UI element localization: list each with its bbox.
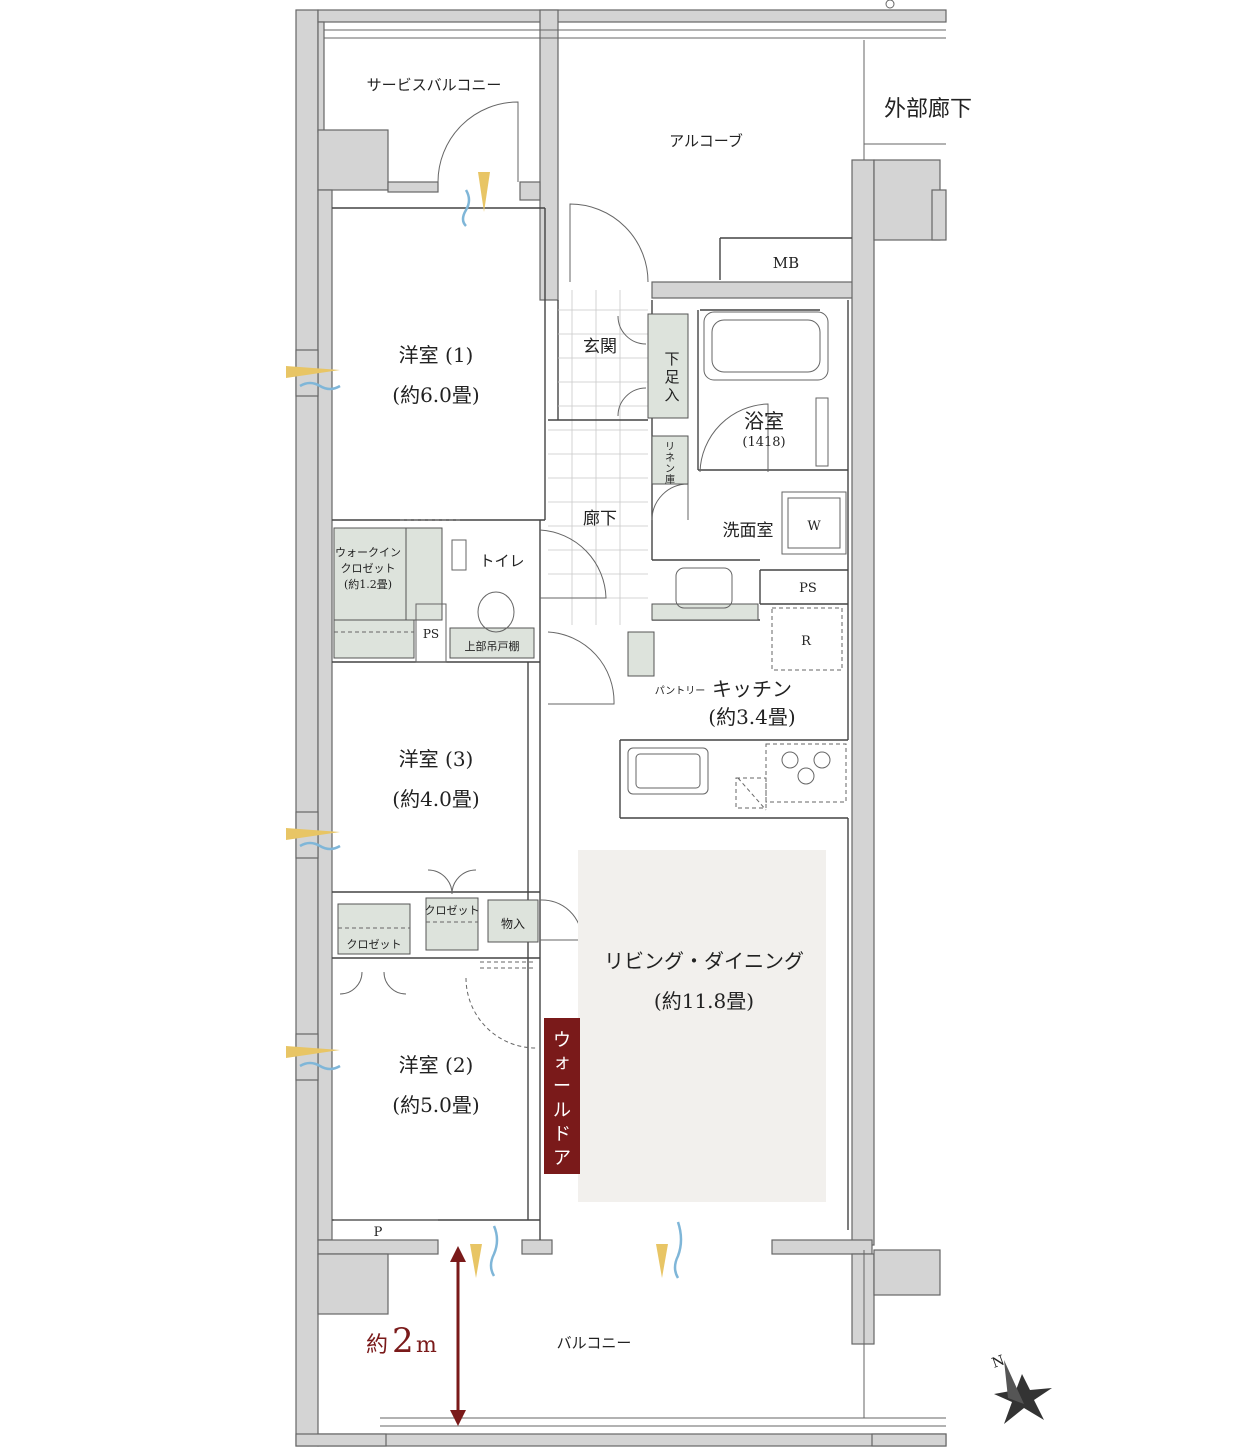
living-floor [578, 850, 826, 1202]
hallway-label: 廊下 [583, 509, 617, 529]
entrance-label: 玄関 [583, 337, 617, 357]
closet-a-label: クロゼット [425, 904, 480, 917]
wall-door-char-2: ォ [553, 1052, 571, 1073]
linen-label-1: リ [665, 442, 675, 453]
kitchen-name: キッチン [712, 677, 792, 701]
washer-label: W [807, 519, 821, 534]
room-labels: サービスバルコニー アルコーブ 外部廊下 MB 洋室 (1) (約6.0畳) 玄… [335, 76, 1007, 1372]
western-room-1-name: 洋室 (1) [399, 343, 474, 367]
shoe-storage-label-3: 入 [664, 386, 679, 404]
bathroom-name: 浴室 [744, 409, 784, 433]
shoe-storage-label-2: 足 [664, 368, 679, 386]
upper-cabinet-label: 上部吊戸棚 [465, 639, 520, 653]
airflow-markers [286, 172, 683, 1279]
pipe-space-label: PS [423, 627, 439, 641]
western-room-2-size: (約5.0畳) [392, 1093, 479, 1117]
wall-door-char-4: ル [553, 1100, 571, 1121]
depth-value: 2 [392, 1321, 414, 1361]
western-room-3-size: (約4.0畳) [392, 787, 479, 811]
compass-icon [994, 1360, 1052, 1424]
wall-door-strip [544, 1018, 580, 1174]
hall-tiles [548, 290, 648, 625]
north-label: N [990, 1353, 1007, 1372]
toilet-label: トイレ [479, 552, 524, 570]
linen-label-4: 庫 [665, 473, 675, 486]
depth-unit: m [416, 1333, 437, 1358]
shoe-storage-label-1: 下 [664, 350, 679, 368]
dimension-arrow [450, 1246, 466, 1426]
meter-box-label: MB [773, 254, 799, 272]
linen-label-2: ネ [665, 452, 675, 464]
refrigerator-label: R [801, 634, 812, 649]
wall-door-char-3: ー [553, 1076, 571, 1097]
living-size: (約11.8畳) [654, 989, 754, 1013]
western-room-2-name: 洋室 (2) [399, 1053, 474, 1077]
wall-door-char-5: ド [553, 1124, 571, 1145]
walkin-closet-label-3: (約1.2畳) [344, 577, 392, 591]
walkin-closet-label-1: ウォークイン [335, 546, 401, 559]
storage-label: 物入 [501, 917, 525, 931]
wall-door-char-1: ウ [553, 1030, 571, 1051]
pipe-space-kitchen-label: PS [799, 581, 817, 596]
depth-prefix: 約 [366, 1333, 388, 1358]
linen-label-3: ン [665, 464, 675, 475]
closet-b-label: クロゼット [347, 938, 402, 951]
walkin-closet-label-2: クロゼット [341, 562, 396, 575]
living-name: リビング・ダイニング [604, 949, 804, 973]
washroom-label: 洗面室 [723, 521, 774, 541]
external-corridor-label: 外部廊下 [884, 97, 972, 122]
pantry-label: パントリー [655, 685, 706, 697]
wall-door-char-6: ア [553, 1148, 571, 1169]
railings [324, 0, 946, 1427]
p-label: P [374, 1225, 383, 1240]
fixtures [333, 311, 847, 1221]
walls [295, 9, 947, 1447]
western-room-3-name: 洋室 (3) [399, 747, 474, 771]
alcove-label: アルコーブ [669, 132, 743, 150]
service-balcony-label: サービスバルコニー [367, 76, 502, 94]
kitchen-size: (約3.4畳) [708, 705, 795, 729]
western-room-1-size: (約6.0畳) [392, 383, 479, 407]
bathroom-size: (1418) [742, 435, 785, 450]
balcony-label: バルコニー [557, 1334, 632, 1352]
